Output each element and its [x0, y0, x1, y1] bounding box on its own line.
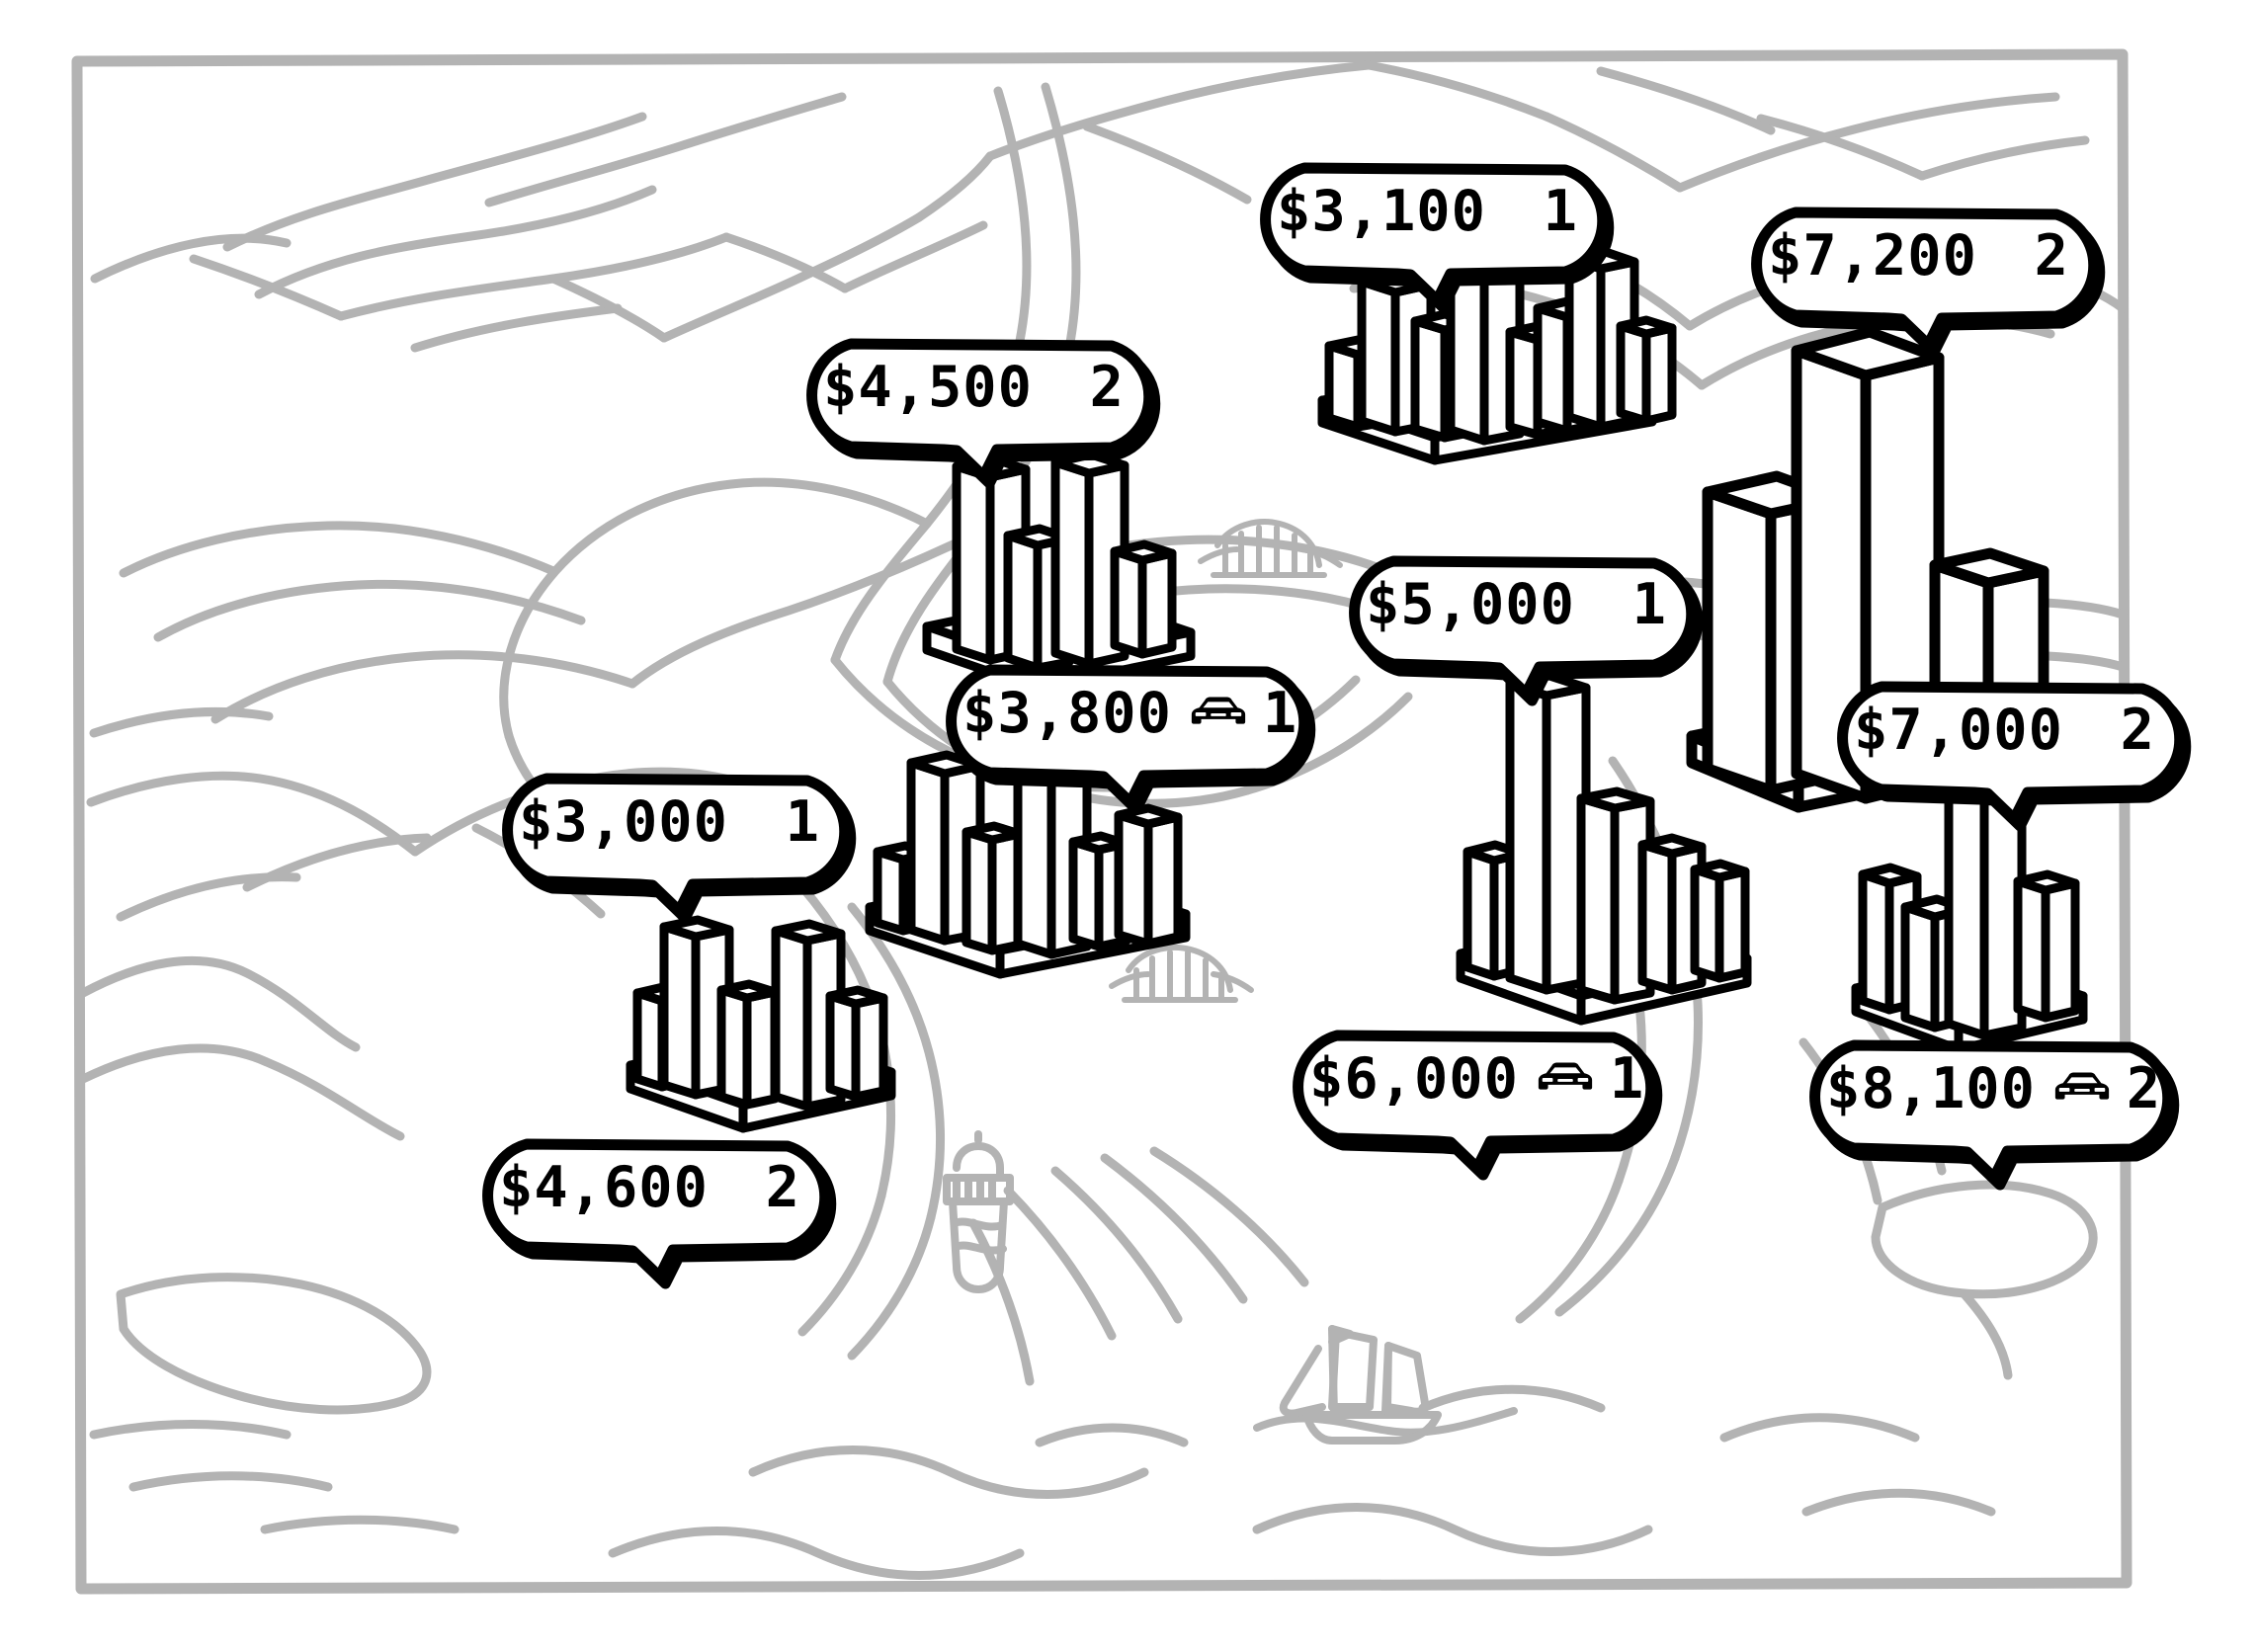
bridge-icon-north [1198, 519, 1343, 578]
price-marker-bubble [946, 664, 1316, 815]
city-cluster-4600[interactable] [626, 915, 896, 1133]
price-marker-bubble [1809, 1039, 2180, 1191]
price-marker-bubble [1837, 681, 2192, 832]
city-cluster-3800[interactable] [865, 746, 1191, 979]
price-marker-bubble [806, 338, 1161, 489]
price-marker-bubble [482, 1138, 837, 1289]
price-marker-bubble [1349, 555, 1704, 706]
city-cluster-8100[interactable] [1851, 768, 2088, 1054]
sailboat-icon [1279, 1325, 1442, 1445]
price-marker-bubble [1751, 206, 2106, 358]
bridge-icon-south [1109, 944, 1254, 1003]
price-marker-bubble [1293, 1030, 1663, 1181]
price-marker-bubble [502, 773, 857, 924]
lighthouse-icon [943, 1130, 1014, 1293]
price-marker-bubble [1260, 162, 1615, 313]
city-cluster-6000[interactable] [1456, 671, 1752, 1026]
